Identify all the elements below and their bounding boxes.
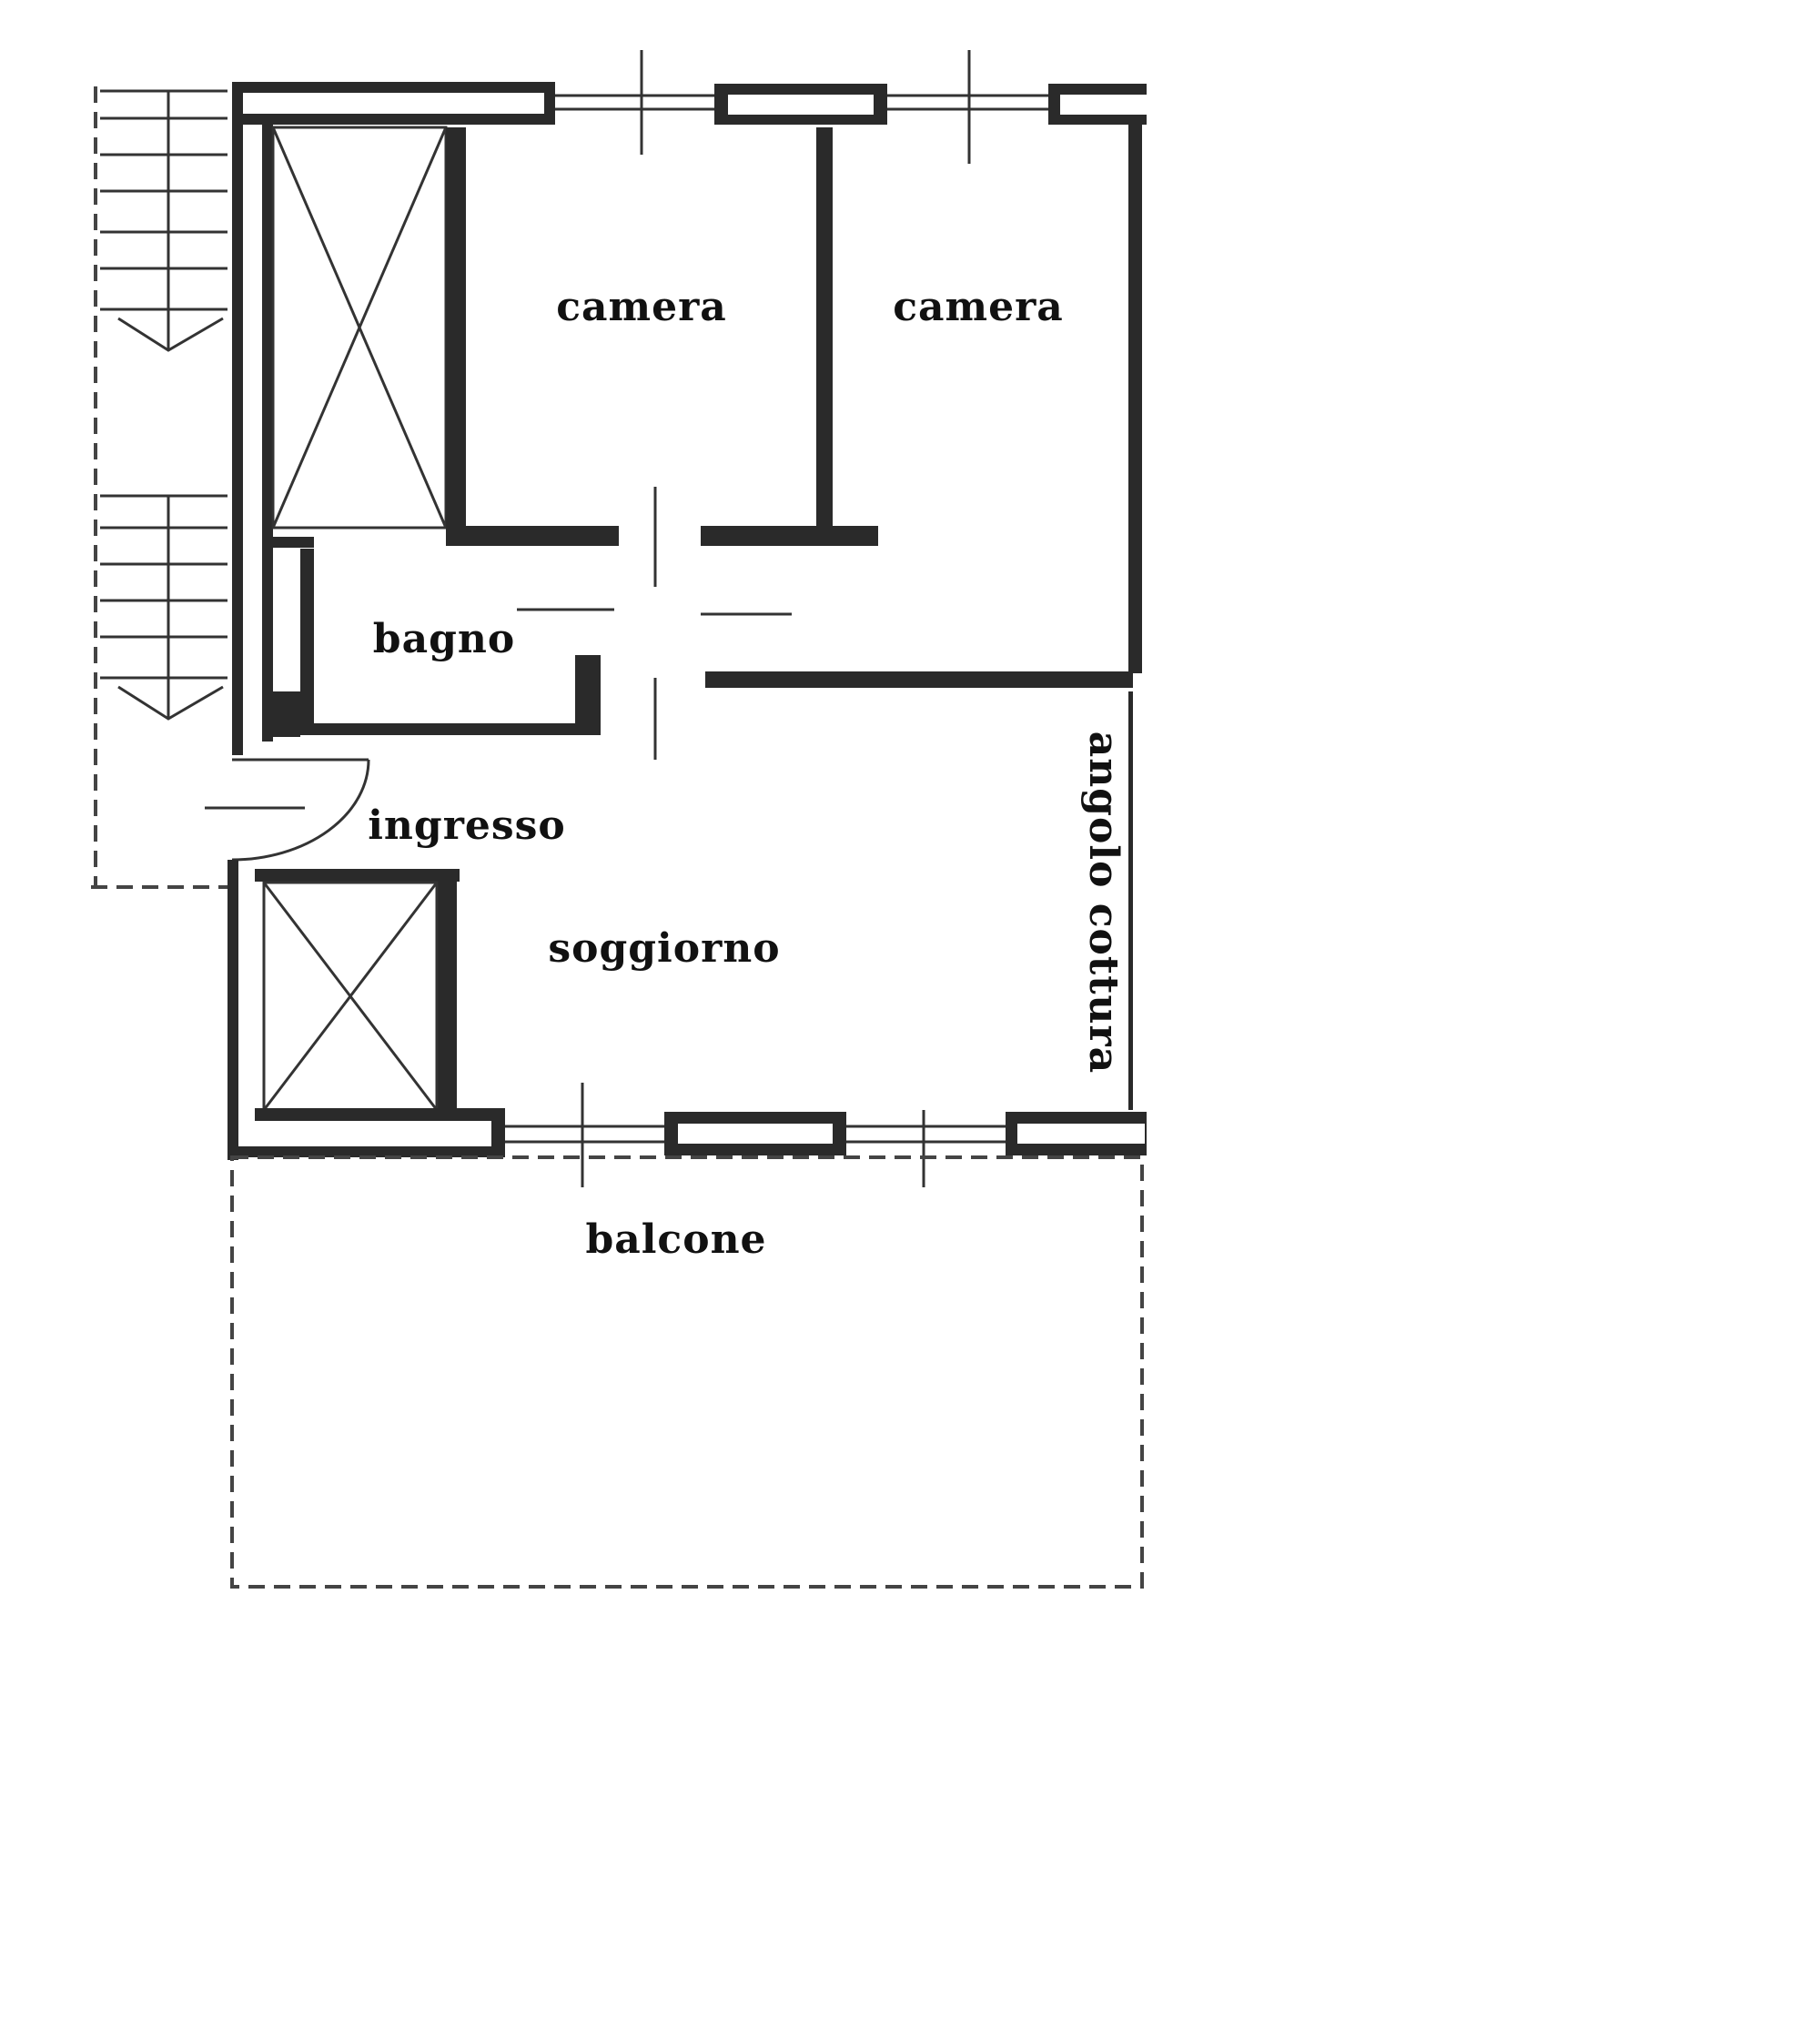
room-label-soggiorno: soggiorno (548, 925, 780, 972)
staircase (91, 86, 228, 889)
room-label-angolo-cottura: angolo cottura (1080, 731, 1127, 1074)
room-label-balcone: balcone (585, 1216, 766, 1263)
walls (205, 50, 1147, 1589)
room-label-bagno: bagno (373, 616, 515, 662)
room-label-camera-1: camera (556, 284, 727, 330)
room-label-camera-2: camera (893, 284, 1064, 330)
balcony-outline (230, 1155, 1144, 1589)
room-label-ingresso: ingresso (368, 802, 566, 849)
